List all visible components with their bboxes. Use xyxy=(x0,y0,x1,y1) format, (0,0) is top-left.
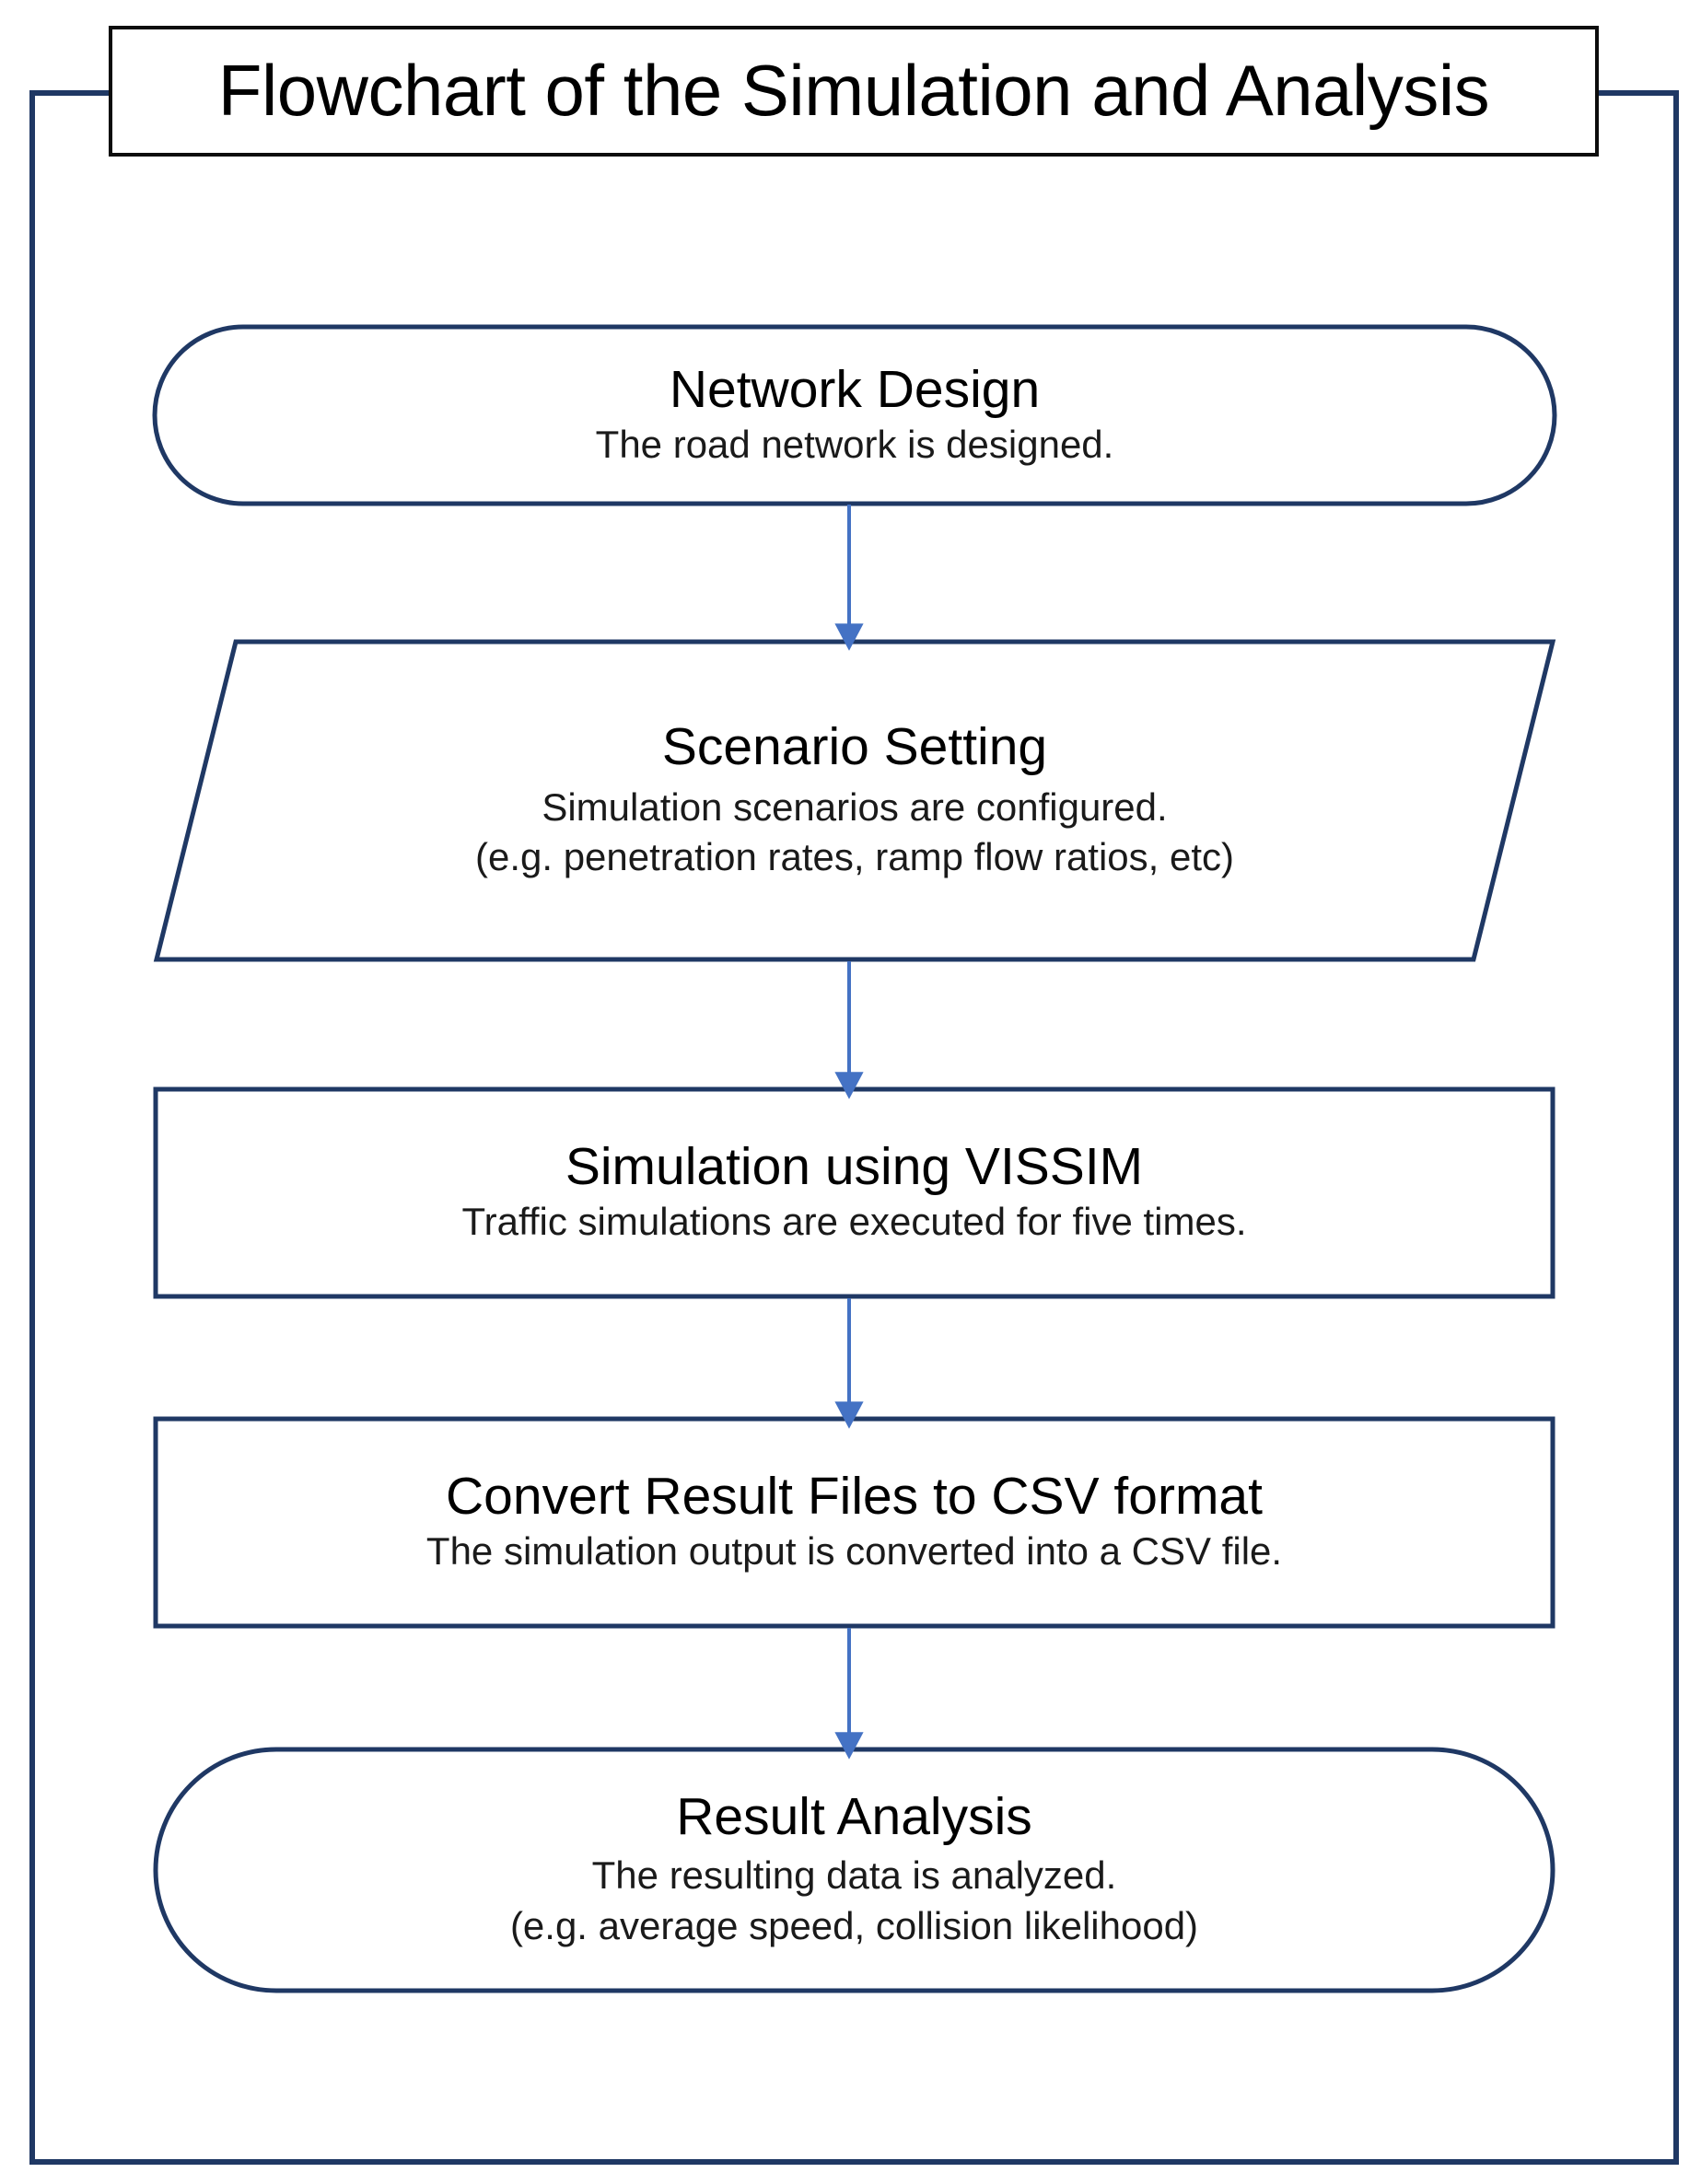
page-title: Flowchart of the Simulation and Analysis xyxy=(217,50,1490,132)
shape-scenario-setting[interactable] xyxy=(153,639,1556,962)
diagram-title-box: Flowchart of the Simulation and Analysis xyxy=(109,26,1599,157)
node-convert-csv[interactable] xyxy=(156,1419,1553,1626)
arrow-simulation-vissim-to-convert-csv[interactable] xyxy=(825,1298,873,1417)
node-simulation-vissim[interactable] xyxy=(156,1089,1553,1296)
outer-frame xyxy=(29,90,1679,2165)
shape-network-design[interactable] xyxy=(152,324,1557,506)
node-scenario-setting[interactable] xyxy=(236,642,1474,959)
arrow-scenario-setting-to-simulation-vissim[interactable] xyxy=(825,961,873,1087)
arrow-network-design-to-scenario-setting[interactable] xyxy=(825,505,873,639)
node-result-analysis[interactable] xyxy=(156,1749,1553,1991)
shape-simulation-vissim[interactable] xyxy=(153,1086,1555,1299)
node-network-design[interactable] xyxy=(155,327,1555,504)
shape-convert-csv[interactable] xyxy=(153,1416,1555,1629)
arrow-convert-csv-to-result-analysis[interactable] xyxy=(825,1628,873,1748)
